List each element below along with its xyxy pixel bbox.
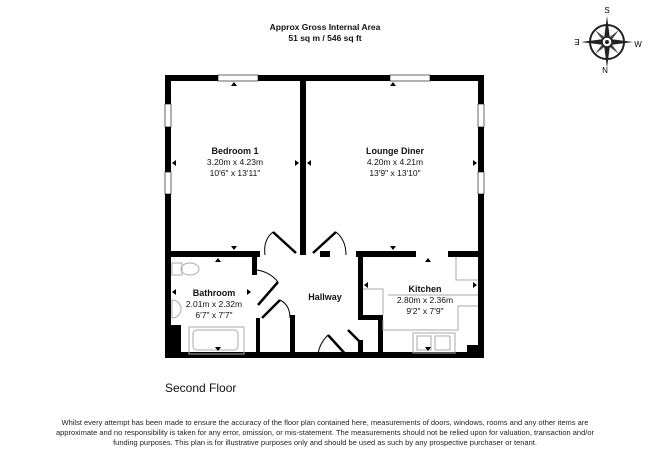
- compass-n: N: [602, 66, 608, 75]
- compass-e: E: [574, 37, 579, 46]
- room-hallway: Hallway: [295, 292, 355, 303]
- room-metric: 2.80m x 2.36m: [396, 295, 454, 305]
- room-metric: 3.20m x 4.23m: [206, 157, 264, 167]
- room-name: Hallway: [308, 292, 342, 302]
- floor-label: Second Floor: [165, 381, 237, 395]
- fixtures: [171, 257, 478, 355]
- room-name: Kitchen: [408, 284, 442, 294]
- compass-icon: [581, 16, 633, 68]
- disclaimer: Whilst every attempt has been made to en…: [55, 418, 595, 447]
- room-name: Bathroom: [192, 288, 236, 298]
- room-imperial: 10'6" x 13'11": [209, 168, 261, 178]
- doors: [256, 231, 361, 358]
- room-imperial: 9'2" x 7'9": [406, 306, 444, 316]
- compass-s: S: [604, 6, 609, 15]
- room-bedroom-1: Bedroom 1 3.20m x 4.23m 10'6" x 13'11": [185, 146, 285, 179]
- measure-arrows: [172, 82, 477, 351]
- room-imperial: 13'9" x 13'10": [369, 168, 421, 178]
- room-lounge-diner: Lounge Diner 4.20m x 4.21m 13'9" x 13'10…: [345, 146, 445, 179]
- gross-area-title: Approx Gross Internal Area: [269, 22, 381, 32]
- windows: [164, 74, 485, 195]
- room-bathroom: Bathroom 2.01m x 2.32m 6'7" x 7'7": [178, 288, 250, 321]
- compass-w: W: [634, 40, 642, 49]
- room-metric: 4.20m x 4.21m: [366, 157, 424, 167]
- walls: [165, 75, 484, 358]
- gross-area-value: 51 sq m / 546 sq ft: [288, 33, 362, 43]
- room-kitchen: Kitchen 2.80m x 2.36m 9'2" x 7'9": [385, 284, 465, 317]
- room-name: Lounge Diner: [366, 146, 424, 156]
- room-metric: 2.01m x 2.32m: [185, 299, 243, 309]
- room-imperial: 6'7" x 7'7": [195, 310, 233, 320]
- gross-area-header: Approx Gross Internal Area 51 sq m / 546…: [0, 22, 650, 44]
- room-name: Bedroom 1: [211, 146, 259, 156]
